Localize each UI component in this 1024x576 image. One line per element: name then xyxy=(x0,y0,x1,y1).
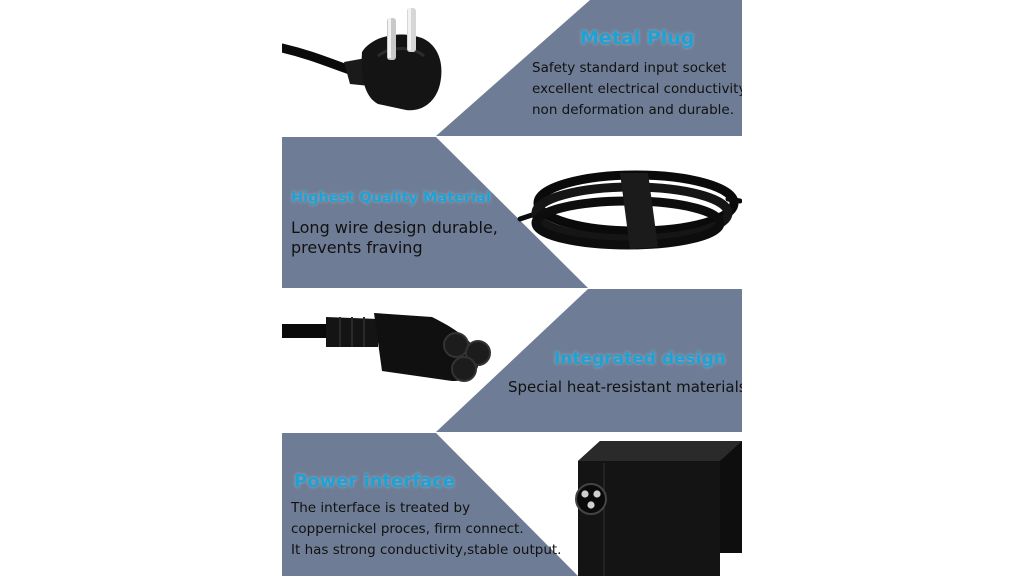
feature-panel-highest-quality-material: Highest Quality Material Long wire desig… xyxy=(282,137,742,288)
panel-text-line: The interface is treated by xyxy=(291,500,471,516)
panel-text-line: It has strong conductivity,stable output… xyxy=(291,542,562,558)
feature-panel-integrated-design: Integrated design Special heat-resistant… xyxy=(282,289,742,432)
adapter-brick-icon xyxy=(575,441,742,576)
panel-text-line: Long wire design durable, xyxy=(291,218,498,237)
panel-text-line: prevents fraving xyxy=(291,238,423,257)
panel-background xyxy=(282,137,588,288)
feature-panel-power-interface: Power interface The interface is treated… xyxy=(282,433,742,576)
panel-title: Power interface xyxy=(294,471,456,492)
panel-text-line: Safety standard input socket xyxy=(532,60,727,76)
panel-title: Highest Quality Material xyxy=(291,190,491,206)
panel-text-line: non deformation and durable. xyxy=(532,102,734,118)
schuko-plug-icon xyxy=(282,8,442,111)
panel-title: Integrated design xyxy=(554,349,726,369)
feature-column: Metal Plug Safety standard input socket … xyxy=(282,0,742,576)
c5-connector-icon xyxy=(282,313,491,382)
panel-text-line: coppernickel proces, firm connect. xyxy=(291,521,524,537)
panel-background xyxy=(282,433,578,576)
coiled-cable-icon xyxy=(517,170,742,250)
panel-background xyxy=(436,0,742,136)
panel-text-line: excellent electrical conductivity, xyxy=(532,81,742,97)
panel-text-line: Special heat-resistant materials xyxy=(508,378,742,396)
feature-panel-metal-plug: Metal Plug Safety standard input socket … xyxy=(282,0,742,136)
panel-background xyxy=(436,289,742,432)
panel-title: Metal Plug xyxy=(580,27,695,49)
